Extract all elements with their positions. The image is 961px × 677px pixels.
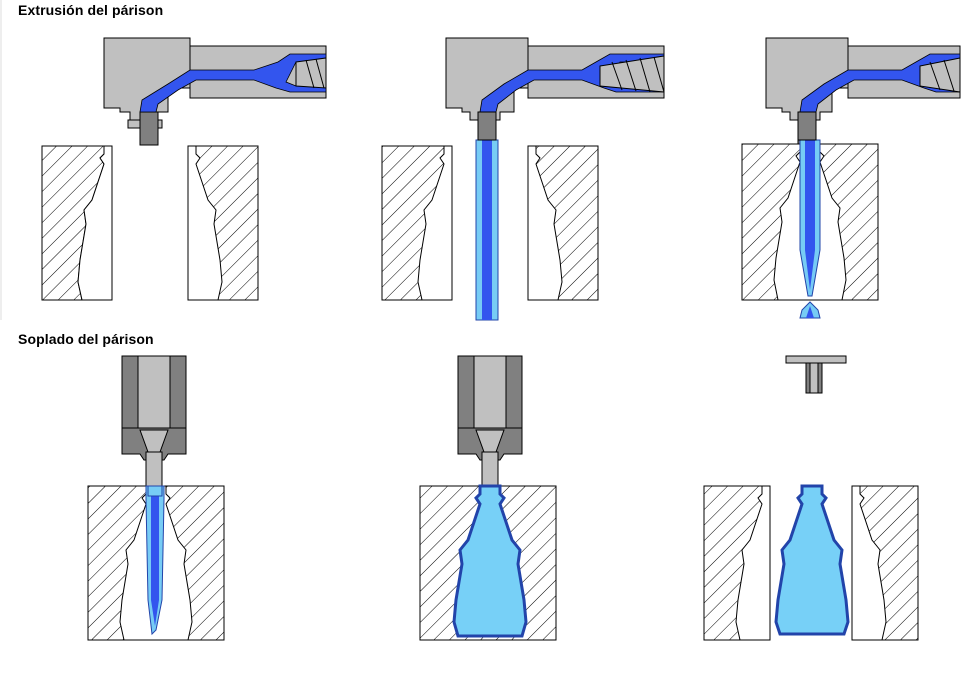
extrusion-screw-icon xyxy=(296,58,326,88)
extrusion-stage-2 xyxy=(382,38,664,320)
mold-half-icon xyxy=(42,146,112,300)
blow-pin-icon xyxy=(786,356,846,393)
blow-pin-icon xyxy=(122,356,186,486)
blowing-stage-1 xyxy=(88,356,224,640)
blow-pin-icon xyxy=(458,356,522,486)
blowing-stage-2 xyxy=(420,356,556,640)
extruder-head-icon xyxy=(104,38,326,145)
extrusion-stage-1 xyxy=(42,38,326,300)
mold-half-icon xyxy=(188,146,258,300)
mold-half-icon xyxy=(852,486,918,640)
blowing-stage-3 xyxy=(704,356,918,640)
extruder-head-icon xyxy=(766,38,960,145)
mold-half-icon xyxy=(382,146,452,300)
bottle-icon xyxy=(776,486,848,634)
extrusion-stage-3 xyxy=(742,38,960,318)
mold-half-icon xyxy=(704,486,770,640)
mold-half-icon xyxy=(528,146,598,300)
